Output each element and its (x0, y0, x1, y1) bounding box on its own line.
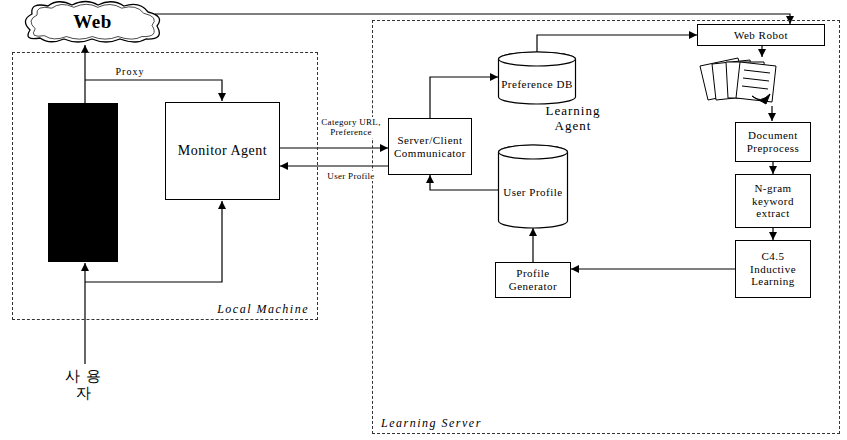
agent-box: Monitor Agent (165, 102, 280, 200)
web-cloud: Web (20, 0, 165, 44)
communicator-box: Server/Client Communicator (388, 118, 472, 175)
process-box: C4.5 Inductive Learning (735, 240, 811, 298)
document-page (736, 62, 776, 102)
learning-server-region: Learning Server Server/Client Communicato… (372, 20, 840, 434)
robot-to-docs-line (761, 46, 762, 57)
edge-label: User Profile (318, 171, 384, 181)
proxy-line (85, 80, 222, 101)
node-text: Profile Generator (499, 267, 567, 292)
document-lines (742, 70, 770, 89)
node-text: Monitor Agent (178, 143, 267, 159)
node-text: Web Robot (734, 29, 788, 42)
process-box: Document Preprocess (735, 122, 811, 162)
cloud-shape (25, 2, 159, 43)
document-curl (752, 94, 770, 104)
flow-arrow (772, 162, 773, 174)
flow-arrow (537, 35, 697, 52)
user-input-line (84, 263, 85, 364)
docs-to-preprocess-line (771, 106, 772, 121)
node-text: User Profile (503, 186, 562, 199)
cloud-inner-outline (31, 4, 154, 39)
local-machine-region: Local Machine Monitor Agent (12, 52, 318, 320)
browser-to-web-line (84, 45, 85, 103)
node-text: Document Preprocess (739, 129, 807, 154)
node-text: C4.5 Inductive Learning (739, 250, 807, 288)
edge-label: Category URL, Preference (318, 117, 384, 138)
region-label: Learning Server (381, 417, 482, 431)
database-cylinder: Preference DB (498, 52, 576, 104)
local-wires (85, 45, 772, 364)
flow-arrow (155, 14, 790, 24)
node-text: Preference DB (501, 78, 573, 91)
user-label: 사용자 (55, 368, 117, 403)
flow-arrow (772, 228, 773, 240)
flow-arrow (532, 228, 533, 262)
robot-box: Web Robot (697, 24, 825, 46)
flow-arrow (430, 175, 498, 190)
user-monitor-line (85, 201, 222, 282)
node-text: N-gram keyword extract (739, 182, 807, 220)
redacted-browser-box (48, 103, 118, 262)
cylinder-body (499, 52, 576, 104)
region-label: Local Machine (217, 303, 309, 317)
process-box: Profile Generator (495, 262, 571, 298)
node-text: Web (73, 11, 111, 33)
flow-arrow (571, 268, 735, 269)
agent-label: Learning Agent (538, 104, 608, 134)
line-label: Proxy (108, 66, 152, 78)
flow-arrow (430, 77, 498, 118)
node-text: Server/Client Communicator (392, 134, 468, 159)
database-cylinder: User Profile (498, 145, 568, 228)
document-pile-illustration (700, 58, 776, 104)
cylinder-body (499, 145, 568, 228)
process-box: N-gram keyword extract (735, 174, 811, 228)
cylinder-top (499, 145, 568, 159)
cylinder-top (499, 52, 576, 66)
